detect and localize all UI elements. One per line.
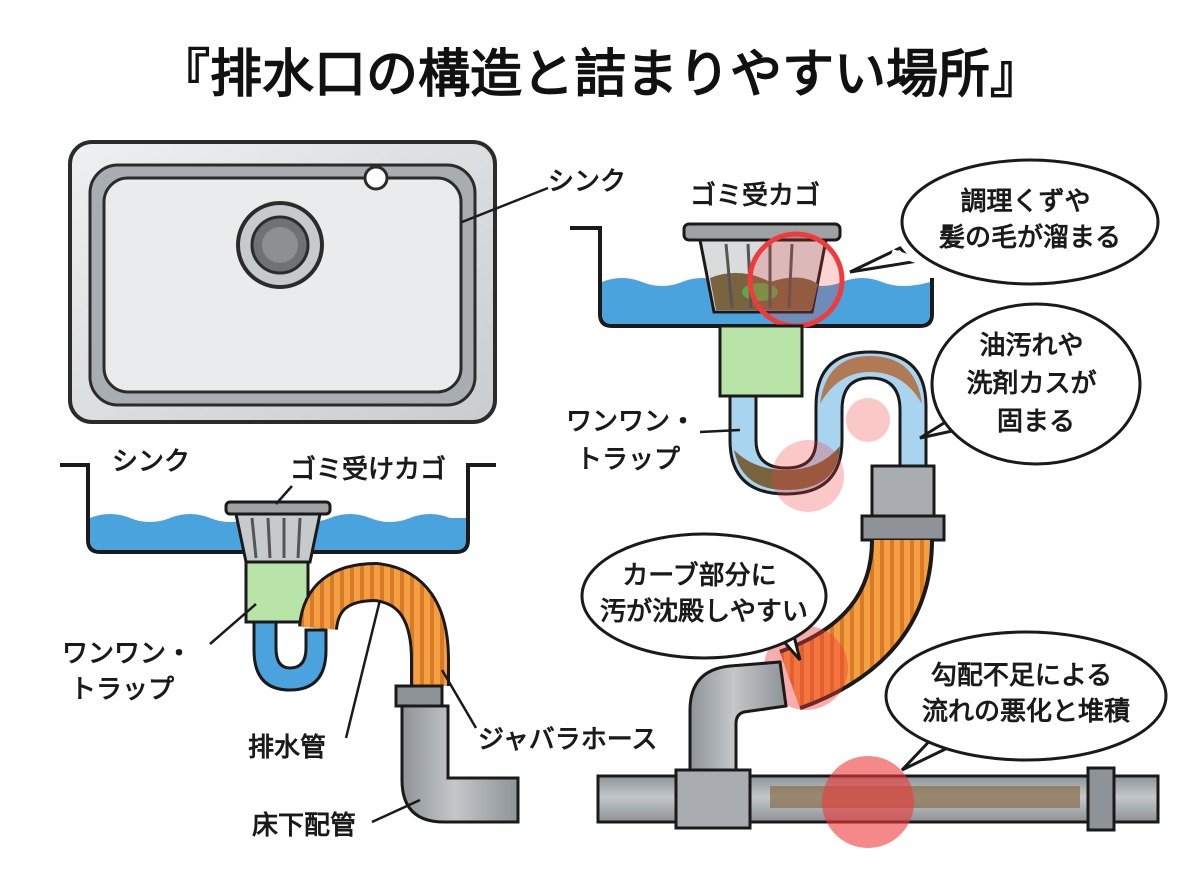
right-trap-label-1: ワンワン・ xyxy=(566,407,696,437)
drain-pipe-label: 排水管 xyxy=(248,733,326,763)
right-basket-icon xyxy=(682,222,842,314)
svg-text:調理くずや 髪の毛が溜まる: 調理くずや 髪の毛が溜まる xyxy=(938,186,1121,253)
svg-text:カーブ部分に 汚が沈殿しやすい: カーブ部分に 汚が沈殿しやすい xyxy=(600,560,808,627)
svg-text:勾配不足による 流れの悪化と堆積: 勾配不足による 流れの悪化と堆積 xyxy=(922,661,1130,727)
svg-text:油汚れや 洗剤カスが 固まる: 油汚れや 洗剤カスが 固まる xyxy=(966,331,1105,437)
left-sink-label: シンク xyxy=(112,447,190,477)
right-section xyxy=(570,222,1160,848)
bubble-floor: 勾配不足による 流れの悪化と堆積 xyxy=(884,630,1168,772)
sink-top-label: シンク xyxy=(548,167,626,197)
floor-clog-highlight xyxy=(822,756,914,848)
left-trap-label-1: ワンワン・ xyxy=(62,639,192,669)
bubble-trap-line3: 固まる xyxy=(997,407,1075,437)
bubble-floor-line1: 勾配不足による xyxy=(931,661,1112,691)
page-title: 『排水口の構造と詰まりやすい場所』 xyxy=(158,45,1042,105)
basket-clog-highlight xyxy=(747,231,845,329)
bubble-trap: 油汚れや 洗剤カスが 固まる xyxy=(919,302,1142,466)
left-trap-label-2: トラップ xyxy=(70,675,175,705)
left-basket-label: ゴミ受けカゴ xyxy=(290,454,446,485)
bubble-curve: カーブ部分に 汚が沈殿しやすい xyxy=(580,532,828,661)
floor-pipe-label: 床下配管 xyxy=(252,810,356,841)
bubble-basket-line1: 調理くずや xyxy=(960,186,1090,217)
right-trap-label-2: トラップ xyxy=(576,445,681,475)
trap-left xyxy=(244,560,328,692)
left-section xyxy=(60,463,520,824)
bubble-basket-line2: 髪の毛が溜まる xyxy=(938,222,1121,253)
trap-clog-highlight xyxy=(772,440,844,512)
bubble-curve-line1: カーブ部分に xyxy=(622,560,776,591)
bubble-basket: 調理くずや 髪の毛が溜まる xyxy=(849,158,1160,286)
sink-top-view xyxy=(68,140,497,424)
bubble-floor-line2: 流れの悪化と堆積 xyxy=(922,697,1130,727)
basket-icon xyxy=(224,500,332,564)
right-basket-label: ゴミ受カゴ xyxy=(690,180,820,211)
bubble-trap-line1: 油汚れや xyxy=(979,331,1083,361)
bubble-curve-line2: 汚が沈殿しやすい xyxy=(600,596,808,627)
hose-label: ジャバラホース xyxy=(478,725,657,755)
bubble-trap-line2: 洗剤カスが xyxy=(966,368,1096,399)
